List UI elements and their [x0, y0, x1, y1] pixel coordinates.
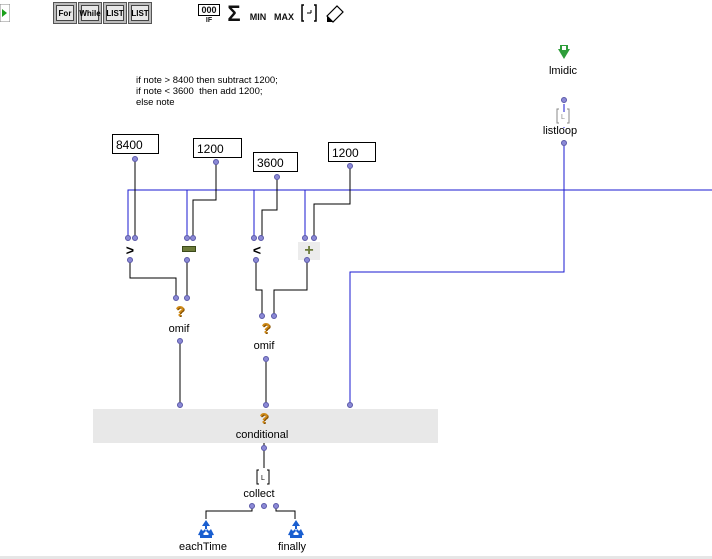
plus-outlet[interactable] [304, 257, 310, 263]
omif2-outlet[interactable] [263, 356, 269, 362]
bracket-tool-icon[interactable] [299, 3, 319, 23]
omif2-inlet-1[interactable] [259, 313, 265, 319]
while-loop-tool[interactable]: While [78, 2, 102, 24]
omif1-inlet-2[interactable] [184, 295, 190, 301]
minus-inlet-1[interactable] [184, 235, 190, 241]
gt-outlet[interactable] [127, 257, 133, 263]
conditional-question-icon: ? [259, 410, 269, 427]
lt-inlet-1[interactable] [251, 235, 257, 241]
listloop-label[interactable]: listloop [542, 125, 578, 137]
minus-outlet[interactable] [184, 257, 190, 263]
numbox-1200-add-outlet[interactable] [347, 163, 353, 169]
finally-recycle-icon[interactable] [286, 519, 306, 539]
eraser-tool-icon[interactable] [323, 2, 347, 24]
collect-label[interactable]: collect [243, 488, 275, 500]
conditional-outlet[interactable] [261, 445, 267, 451]
less-than-operator[interactable]: < [252, 242, 262, 258]
lmidic-icon[interactable] [557, 45, 571, 61]
omif1-question-icon[interactable]: ? [175, 303, 185, 320]
list-loop-label-2: LIST [131, 5, 149, 21]
eachtime-label[interactable]: eachTime [179, 541, 227, 553]
gt-inlet-2[interactable] [132, 235, 138, 241]
collect-outlet-3[interactable] [273, 503, 279, 509]
numbox-1200-add[interactable]: 1200 [328, 142, 376, 162]
list-loop-label: LIST [106, 5, 124, 21]
conditional-inlet-2[interactable] [263, 402, 269, 408]
numbox-3600-outlet[interactable] [274, 174, 280, 180]
if-tool-top: 000 [198, 4, 220, 16]
conditional-label: conditional [235, 429, 289, 441]
lmidic-outlet[interactable] [561, 97, 567, 103]
numbox-1200-subtract-outlet[interactable] [213, 159, 219, 165]
plus-operator-bg [298, 242, 320, 260]
conditional-inlet-3[interactable] [347, 402, 353, 408]
svg-text:L: L [561, 114, 565, 121]
conditional-box[interactable] [93, 409, 438, 443]
gt-inlet-1[interactable] [125, 235, 131, 241]
numbox-8400[interactable]: 8400 [112, 134, 159, 154]
plus-operator[interactable]: + [304, 242, 314, 259]
listloop-outlet[interactable] [561, 140, 567, 146]
patch-comment: if note > 8400 then subtract 1200; if no… [136, 75, 278, 108]
for-loop-tool[interactable]: For [53, 2, 77, 24]
lt-inlet-2[interactable] [258, 235, 264, 241]
greater-than-operator[interactable]: > [125, 242, 135, 258]
if-tool-label: IF [205, 17, 213, 24]
finally-label[interactable]: finally [277, 541, 307, 553]
bottom-divider [0, 556, 712, 559]
omif2-label[interactable]: omif [253, 340, 275, 352]
omif2-question-icon[interactable]: ? [261, 320, 271, 337]
lt-outlet[interactable] [253, 257, 259, 263]
lmidic-label[interactable]: lmidic [548, 65, 578, 77]
list-loop-tool[interactable]: LIST [103, 2, 127, 24]
omif1-inlet-1[interactable] [173, 295, 179, 301]
list-loop-tool-2[interactable]: LIST [128, 2, 152, 24]
green-arrow-icon[interactable] [0, 3, 11, 23]
collect-outlet-1[interactable] [249, 503, 255, 509]
conditional-inlet-1[interactable] [177, 402, 183, 408]
numbox-1200-subtract[interactable]: 1200 [193, 138, 242, 158]
if-tool[interactable]: 000 IF [198, 4, 220, 25]
sum-tool[interactable]: Σ [227, 1, 241, 26]
collect-outlet-2[interactable] [261, 503, 267, 509]
numbox-8400-outlet[interactable] [132, 156, 138, 162]
omif2-inlet-2[interactable] [271, 313, 277, 319]
minus-inlet-2[interactable] [190, 235, 196, 241]
collect-icon[interactable]: L [255, 469, 271, 485]
eachtime-recycle-icon[interactable] [196, 519, 216, 539]
while-loop-label: While [79, 5, 101, 21]
plus-inlet-1[interactable] [302, 235, 308, 241]
listloop-icon[interactable]: L [555, 107, 571, 125]
min-tool[interactable]: MIN [249, 12, 267, 22]
plus-inlet-2[interactable] [311, 235, 317, 241]
numbox-3600[interactable]: 3600 [253, 152, 298, 172]
svg-text:L: L [261, 475, 265, 482]
for-loop-label: For [56, 5, 74, 21]
max-tool[interactable]: MAX [274, 12, 294, 22]
omif1-label[interactable]: omif [168, 323, 190, 335]
minus-operator-icon[interactable] [182, 246, 196, 252]
omif1-outlet[interactable] [177, 338, 183, 344]
